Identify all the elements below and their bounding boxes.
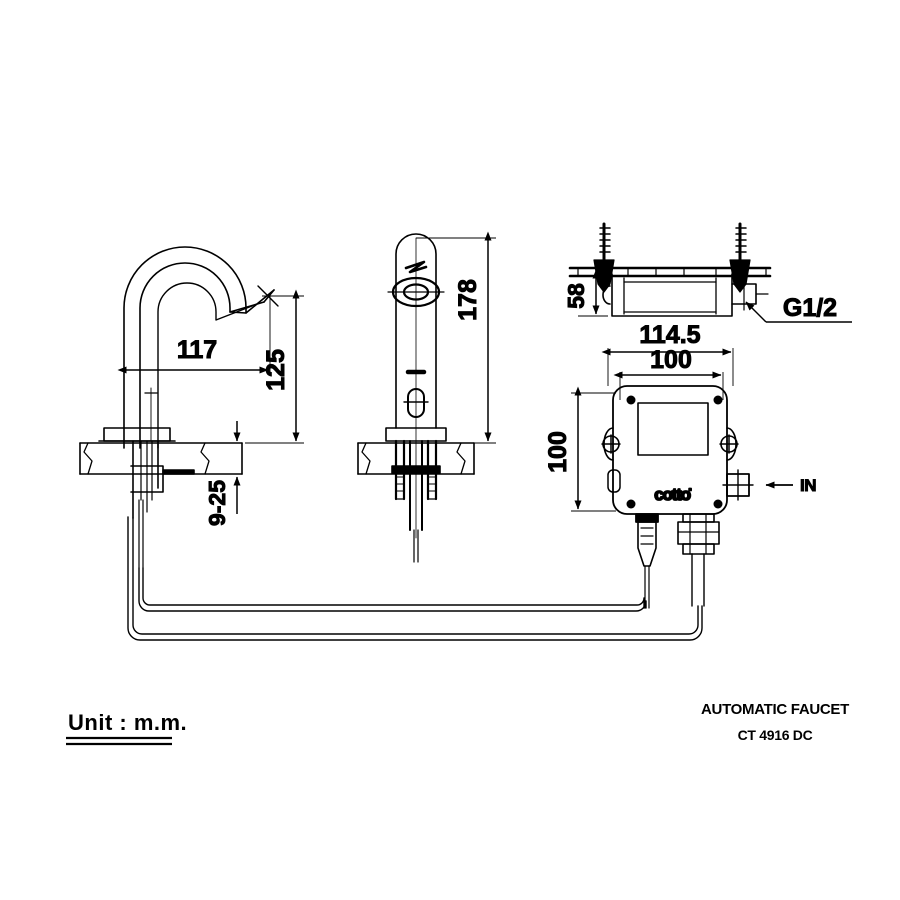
cbf-gland-left-cable: [644, 565, 650, 609]
unit-note: Unit : m.m.: [68, 710, 187, 735]
cable-routing: [127, 516, 703, 641]
product-name: AUTOMATIC FAUCET: [701, 701, 849, 718]
dim178-label: 178: [454, 279, 482, 321]
callout-g12: G1/2: [745, 294, 852, 323]
cbf-screw-top-right: [713, 395, 723, 405]
side-mount-tab: [162, 469, 195, 475]
cbf-screw-bottom-left: [626, 499, 636, 509]
g12-label: G1/2: [783, 294, 837, 322]
cbf-gland-right-body: [677, 521, 720, 545]
dim1145-label: 114.5: [639, 321, 700, 349]
dimension-117: 117: [117, 296, 271, 375]
dimension-125: 125: [245, 289, 304, 444]
cbs-side-boss: [602, 285, 611, 305]
deck-break-right: [200, 442, 210, 475]
callout-in: IN: [765, 476, 817, 496]
deck-break-left: [83, 442, 93, 475]
cbf-sensor-gland: [635, 513, 659, 609]
cable-power-inner: [132, 517, 699, 635]
cbf-mount-screw-left-cross: [601, 434, 621, 454]
dim117-label: 117: [177, 336, 217, 364]
cbf-body-outline: [612, 385, 728, 515]
title-block: AUTOMATIC FAUCET CT 4916 DC: [701, 701, 849, 743]
dimension-100-height: 100: [544, 386, 616, 512]
cbf-gland-right-cable: [691, 553, 705, 607]
cbs-body-inner-edges: [623, 277, 717, 315]
cbf-screw-bottom-right: [713, 499, 723, 509]
anchor-left-screw-threads: [599, 227, 611, 253]
cbf-gland-left-body: [637, 521, 657, 567]
cbf-gland-right-ribs: [689, 513, 707, 555]
cbs-body-outline: [611, 273, 733, 317]
spout-outer-profile: [123, 246, 275, 449]
front-base-flange: [385, 427, 447, 442]
front-brand-mark: [404, 260, 428, 274]
cbf-screw-top-left: [626, 395, 636, 405]
cbf-side-vent: [607, 469, 621, 493]
g12-leader-arrow: [745, 301, 767, 323]
cbf-brand-logo-mark: ▫: [689, 485, 692, 494]
cable-power-outer: [127, 516, 703, 641]
dimension-178: 178: [416, 231, 496, 444]
cbf-gland-right-nut: [682, 543, 715, 555]
view-front-elevation: [357, 233, 475, 563]
cbf-brand-logo: cotto: [654, 485, 690, 504]
model-code: CT 4916 DC: [738, 727, 813, 743]
dimension-9-25: 9-25: [204, 421, 241, 527]
cbf-gland-left-collar: [635, 513, 659, 523]
notes-block: Unit : m.m.: [66, 710, 187, 746]
dimension-100-width: 100: [613, 346, 724, 400]
anchor-right-screw-threads: [735, 227, 747, 253]
cbf-inlet-crosshair: [722, 469, 754, 501]
dim58-label: 58: [563, 283, 589, 309]
front-deck-break-right: [456, 442, 466, 475]
dim925-label: 9-25: [204, 480, 230, 526]
cbf-gland-left-ribs: [640, 527, 654, 545]
front-body-outline: [395, 233, 437, 429]
dim100h-label: 100: [544, 431, 572, 473]
dim125-label: 125: [262, 349, 290, 391]
side-mount-nut: [130, 465, 164, 493]
cbs-cover-edges: [623, 281, 717, 313]
cable-sensor-inner: [142, 567, 645, 609]
unit-note-underline: [66, 736, 172, 746]
view-control-box-front: cotto ▫: [601, 385, 754, 609]
cbf-power-gland: [677, 513, 720, 607]
spout-middle-profile: [139, 262, 265, 449]
spout-tip-inner-face: [229, 311, 247, 314]
dimension-114-5: 114.5: [601, 321, 734, 386]
front-mount-plate: [391, 465, 441, 474]
cable-sensor-outer: [138, 567, 647, 612]
view-side-elevation: [79, 246, 279, 569]
in-label: IN: [800, 476, 816, 495]
cbf-display-window: [637, 402, 709, 456]
spout-bore-profile: [157, 282, 253, 449]
cbf-mount-screw-right-cross: [719, 434, 739, 454]
dim100w-label: 100: [650, 346, 692, 374]
dimension-58: 58: [563, 269, 608, 317]
front-lower-port: [407, 388, 425, 418]
front-deck-break-left: [361, 442, 371, 475]
